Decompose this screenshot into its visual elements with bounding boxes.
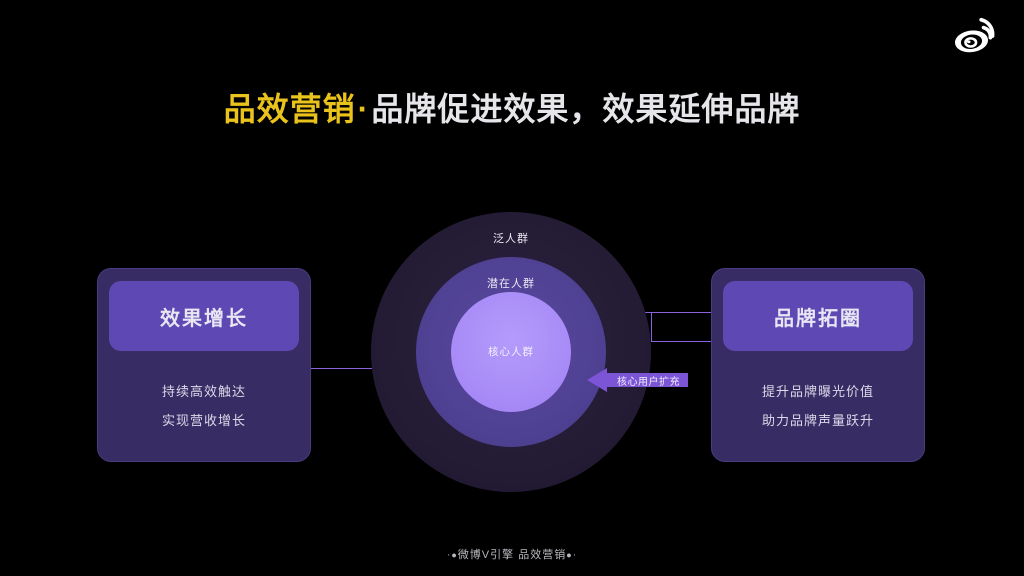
card-right-line-1: 提升品牌曝光价值 (761, 384, 874, 399)
ring-outer-label: 泛人群 (493, 233, 529, 245)
card-brand-expansion[interactable]: 品牌拓圈 提升品牌曝光价值 助力品牌声量跃升 (711, 268, 925, 462)
connector-right-bottom (651, 341, 711, 342)
card-left-line-1: 持续高效触达 (161, 384, 246, 399)
footer-text: 微博V引擎 品效营销 (457, 549, 567, 561)
ring-middle-label: 潜在人群 (487, 278, 535, 290)
core-user-expansion-arrow: 核心用户扩充 (587, 368, 688, 392)
connector-right-vertical (651, 312, 652, 342)
arrow-label: 核心用户扩充 (617, 376, 680, 388)
title-accent: 品效营销 (223, 91, 356, 127)
card-left-heading: 效果增长 (160, 307, 248, 330)
title-separator: · (357, 91, 370, 127)
title-rest: 品牌促进效果，效果延伸品牌 (371, 91, 801, 127)
card-left-heading-pill: 效果增长 (109, 281, 299, 351)
connector-right-top (611, 312, 711, 313)
card-performance-growth[interactable]: 效果增长 持续高效触达 实现营收增长 (97, 268, 311, 462)
weibo-logo-icon (946, 14, 1002, 66)
card-right-heading-pill: 品牌拓圈 (723, 281, 913, 351)
ring-inner-label: 核心人群 (488, 346, 534, 358)
footer-left-dot: ● (451, 550, 458, 560)
card-left-lines: 持续高效触达 实现营收增长 (98, 377, 310, 435)
footer-right-dot: ● (566, 550, 573, 560)
card-right-line-2: 助力品牌声量跃升 (761, 413, 874, 428)
footer-left-dash: · (446, 549, 452, 561)
audience-rings-diagram: 泛人群 潜在人群 核心人群 (371, 212, 651, 492)
card-right-lines: 提升品牌曝光价值 助力品牌声量跃升 (712, 377, 924, 435)
arrow-left-icon (587, 368, 688, 392)
card-right-heading: 品牌拓圈 (774, 307, 862, 330)
footer-right-dash: · (572, 549, 578, 561)
footer-branding: ·●微博V引擎 品效营销●· (0, 546, 1024, 562)
card-left-line-2: 实现营收增长 (161, 413, 246, 428)
slide-title: 品效营销·品牌促进效果，效果延伸品牌 (0, 84, 1024, 130)
ring-inner: 核心人群 (451, 292, 571, 412)
